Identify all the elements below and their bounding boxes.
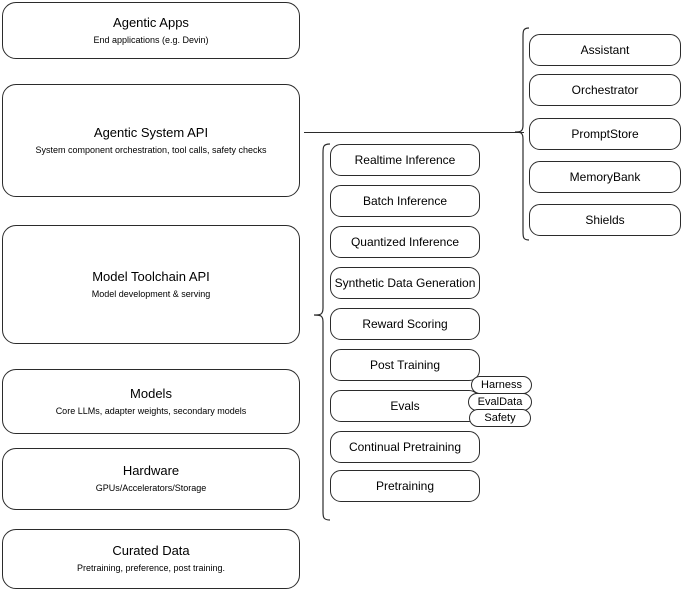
connector-line-system-api-to-components — [304, 132, 524, 133]
component-box-evals[interactable]: Evals — [330, 390, 480, 422]
pill-label: EvalData — [477, 396, 523, 408]
component-label: Quantized Inference — [350, 235, 460, 249]
layer-title: Models — [130, 385, 172, 401]
layer-title: Curated Data — [112, 543, 190, 558]
component-box-realtime-inference[interactable]: Realtime Inference — [330, 144, 480, 176]
layer-subtitle: System component orchestration, tool cal… — [35, 144, 267, 155]
pill-harness[interactable]: Harness — [471, 376, 532, 394]
pill-safety[interactable]: Safety — [469, 409, 531, 427]
layer-box-model-toolchain-api[interactable]: Model Toolchain API Model development & … — [2, 225, 300, 344]
component-box-continual-pretraining[interactable]: Continual Pretraining — [330, 431, 480, 463]
component-label: PromptStore — [571, 127, 639, 141]
component-box-orchestrator[interactable]: Orchestrator — [529, 74, 681, 106]
layer-subtitle: Core LLMs, adapter weights, secondary mo… — [55, 405, 247, 416]
brace-agentic-system-components — [514, 27, 530, 241]
component-label: Post Training — [369, 358, 441, 372]
component-label: Evals — [390, 399, 420, 413]
layer-subtitle: Model development & serving — [91, 288, 211, 299]
layer-title: Agentic Apps — [113, 14, 189, 30]
layer-subtitle: End applications (e.g. Devin) — [93, 34, 209, 45]
pill-label: Harness — [481, 379, 522, 391]
layer-box-agentic-apps[interactable]: Agentic Apps End applications (e.g. Devi… — [2, 2, 300, 59]
component-box-reward-scoring[interactable]: Reward Scoring — [330, 308, 480, 340]
pill-label: Safety — [484, 412, 516, 424]
component-label: MemoryBank — [569, 170, 641, 184]
component-box-quantized-inference[interactable]: Quantized Inference — [330, 226, 480, 258]
component-box-promptstore[interactable]: PromptStore — [529, 118, 681, 150]
component-label: Pretraining — [375, 479, 435, 493]
layer-title: Model Toolchain API — [92, 268, 210, 284]
component-box-synthetic-data-generation[interactable]: Synthetic Data Generation — [330, 267, 480, 299]
component-box-shields[interactable]: Shields — [529, 204, 681, 236]
layer-box-models[interactable]: Models Core LLMs, adapter weights, secon… — [2, 369, 300, 434]
component-box-memorybank[interactable]: MemoryBank — [529, 161, 681, 193]
component-label: Batch Inference — [362, 194, 448, 208]
layer-box-curated-data[interactable]: Curated Data Pretraining, preference, po… — [2, 529, 300, 589]
layer-box-hardware[interactable]: Hardware GPUs/Accelerators/Storage — [2, 448, 300, 510]
component-label: Synthetic Data Generation — [334, 276, 476, 290]
layer-subtitle: GPUs/Accelerators/Storage — [95, 483, 207, 493]
component-box-batch-inference[interactable]: Batch Inference — [330, 185, 480, 217]
layer-title: Hardware — [122, 463, 180, 478]
component-label: Orchestrator — [571, 83, 639, 97]
component-label: Assistant — [580, 43, 630, 57]
component-box-assistant[interactable]: Assistant — [529, 34, 681, 66]
brace-model-toolchain — [313, 143, 331, 521]
component-label: Reward Scoring — [362, 317, 448, 331]
component-box-pretraining[interactable]: Pretraining — [330, 470, 480, 502]
component-label: Continual Pretraining — [348, 440, 462, 454]
component-label: Shields — [585, 213, 625, 227]
layer-title: Agentic System API — [93, 124, 209, 140]
component-label: Realtime Inference — [354, 153, 456, 167]
layer-box-agentic-system-api[interactable]: Agentic System API System component orch… — [2, 84, 300, 197]
layer-subtitle: Pretraining, preference, post training. — [76, 563, 226, 573]
component-box-post-training[interactable]: Post Training — [330, 349, 480, 381]
